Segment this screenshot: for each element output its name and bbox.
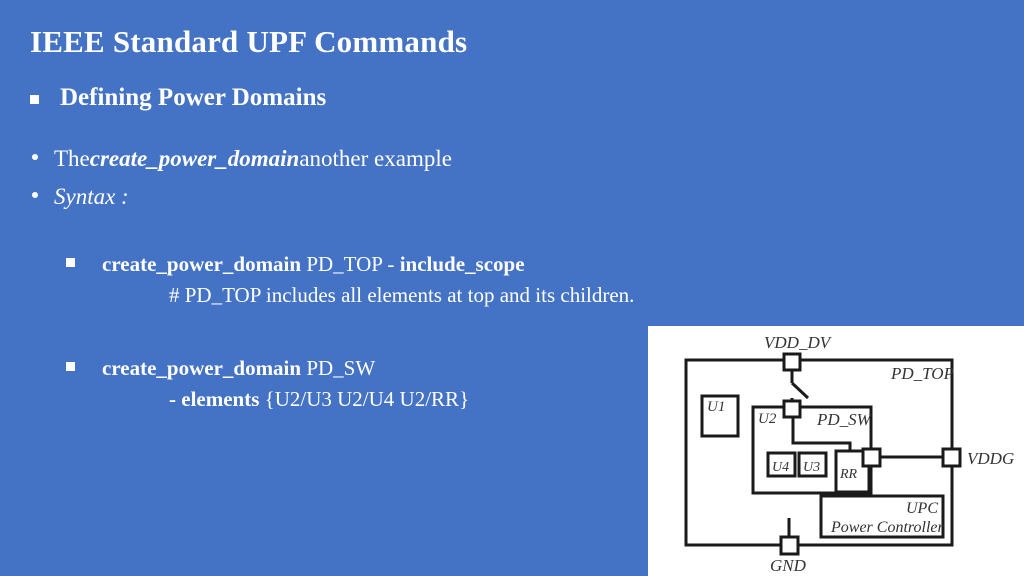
- code-elements-pd-sw: - elements {U2/U3 U2/U4 U2/RR}: [66, 387, 469, 412]
- round-bullet-icon: [32, 154, 38, 160]
- square-bullet-icon: [66, 362, 75, 371]
- power-domain-diagram: VDD_DV GND VDDG PD_TOP PD_SW U1 U2 U4 U3…: [684, 333, 1014, 575]
- label-vddg: VDDG: [967, 449, 1014, 468]
- slide-subtitle: Defining Power Domains: [60, 84, 327, 111]
- bullet-item-create-power-domain: The create_power_domain another example: [32, 146, 452, 172]
- label-vdd-dv: VDD_DV: [764, 333, 833, 352]
- label-u1: U1: [707, 399, 725, 415]
- code-command: create_power_domain: [102, 356, 302, 380]
- label-gnd: GND: [770, 556, 807, 575]
- slide-subtitle-row: Defining Power Domains: [30, 84, 326, 112]
- bullet-item-syntax: Syntax :: [32, 184, 129, 210]
- u3-block: [797, 451, 828, 478]
- label-upc: UPC: [906, 500, 938, 517]
- square-bullet-icon: [66, 258, 75, 267]
- page-title: IEEE Standard UPF Commands: [30, 24, 468, 59]
- label-u2: U2: [758, 411, 777, 427]
- code-block-pd-top: create_power_domain PD_TOP - include_sco…: [66, 252, 634, 308]
- port-vdd-dv: [782, 352, 802, 372]
- label-power-controller: Power Controller: [830, 519, 945, 536]
- round-bullet-icon: [32, 192, 38, 198]
- label-pd-sw: PD_SW: [816, 410, 873, 429]
- u4-block: [766, 451, 797, 478]
- code-comment-pd-top: # PD_TOP includes all elements at top an…: [169, 283, 635, 307]
- code-option-value: {U2/U3 U2/U4 U2/RR}: [259, 387, 470, 411]
- label-pd-top: PD_TOP: [890, 364, 954, 383]
- bullet-text-pre: The: [54, 146, 90, 171]
- upc-block: [819, 494, 945, 539]
- port-vddg: [941, 447, 962, 468]
- code-argument: PD_TOP -: [301, 252, 400, 276]
- port-rr-out: [861, 447, 882, 468]
- label-rr: RR: [839, 467, 858, 482]
- bullet-text-syntax: Syntax :: [54, 184, 129, 209]
- bullet-text-emphasis: create_power_domain: [89, 146, 300, 171]
- code-line-pd-top: create_power_domain PD_TOP - include_sco…: [66, 252, 634, 277]
- power-domain-diagram-panel: VDD_DV GND VDDG PD_TOP PD_SW U1 U2 U4 U3…: [648, 326, 1024, 576]
- u1-block: [700, 394, 740, 438]
- code-argument: PD_SW: [301, 356, 376, 380]
- label-u4: U4: [772, 460, 789, 475]
- label-u3: U3: [803, 460, 820, 475]
- square-bullet-icon: [30, 94, 39, 104]
- port-gnd: [779, 535, 800, 556]
- code-option-prefix: - elements: [169, 387, 260, 411]
- code-block-pd-sw: create_power_domain PD_SW - elements {U2…: [66, 356, 469, 412]
- code-command: create_power_domain: [102, 252, 302, 276]
- code-line-pd-sw: create_power_domain PD_SW: [66, 356, 469, 381]
- port-pd-sw-supply: [782, 399, 802, 419]
- bullet-text-post: another example: [299, 146, 452, 171]
- code-option: include_scope: [399, 252, 525, 276]
